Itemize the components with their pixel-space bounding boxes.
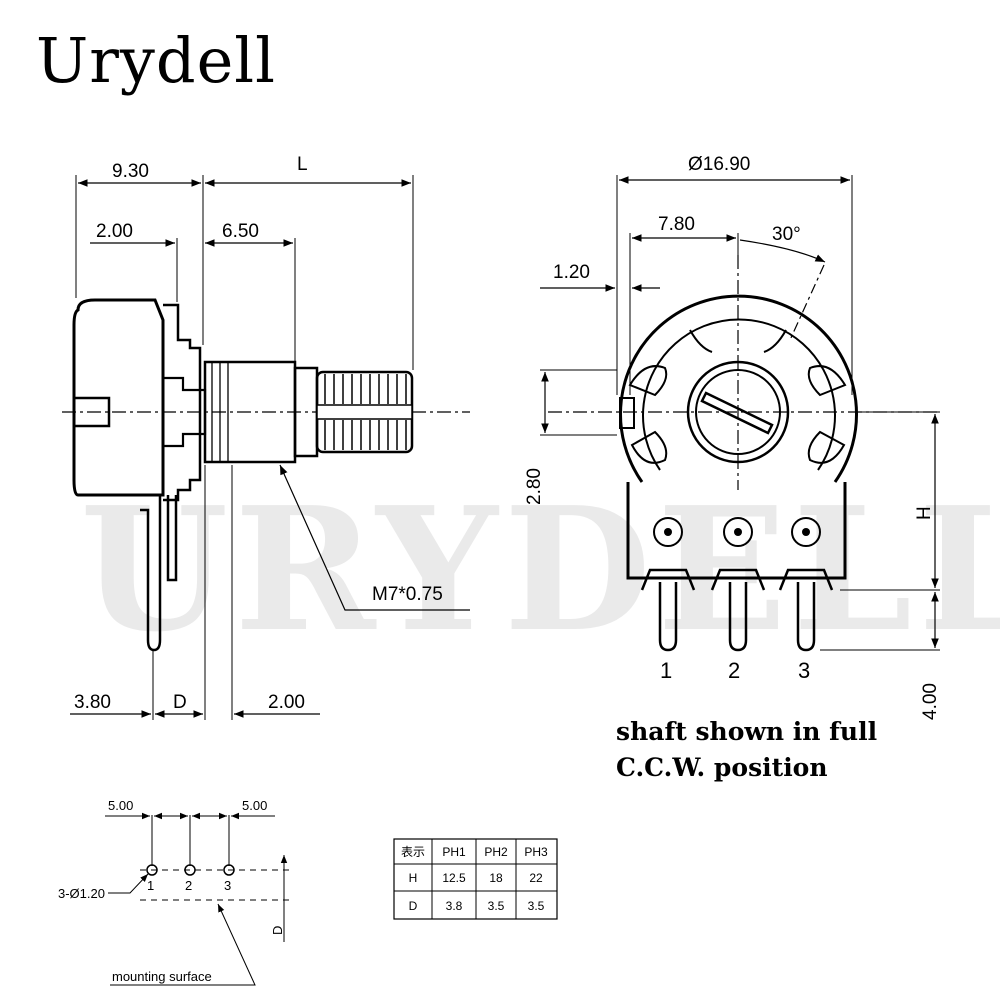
brand-title: Urydell [36,24,276,97]
knurl-lines [324,374,407,450]
dim-30-arc [739,239,826,263]
dim-H: H [914,506,935,520]
pin-2 [728,582,748,652]
hole-1 [653,517,683,547]
pcb-pin-2: 2 [185,878,192,893]
table-cell: 12.5 [442,871,466,885]
angle-30-line [789,264,825,341]
dim-1690: Ø16.90 [688,154,750,175]
table-cell: 22 [529,871,543,885]
table-cell: 3.8 [446,899,463,913]
dim-400: 4.00 [920,683,941,720]
note-line-2: C.C.W. position [616,753,828,782]
table-cell: 18 [489,871,503,885]
table-header-2: PH2 [484,845,508,859]
lobe-tl [628,365,668,397]
pin-3 [796,582,816,652]
lobe-bl [630,430,668,464]
pin-label-3: 3 [798,658,810,683]
key-tab [619,397,635,429]
pin-shoulder-3 [778,568,834,591]
front-view: Ø16.90 7.80 30° 1.20 2.80 H 4.00 1 2 3 s… [524,154,941,782]
dim-30: 30° [772,224,801,245]
hole-3 [791,517,821,547]
pcb-spacing-right: 5.00 [242,798,267,813]
housing-body [72,298,165,497]
thread-lines [211,362,229,462]
lobe-br [807,430,846,464]
pcb-hole-1 [146,864,158,876]
shaft-outer [686,360,790,464]
dim-200-top: 2.00 [96,221,133,242]
table-cell: 3.5 [528,899,545,913]
dim-120: 1.20 [553,262,590,283]
pcb-hole-2 [184,864,196,876]
pin-1 [658,582,678,652]
pin-label-1: 1 [660,658,672,683]
side-pin [140,495,162,652]
pin-shoulder-1 [640,568,696,591]
dim-thread: M7*0.75 [372,584,443,605]
side-view: 9.30 L 2.00 6.50 M7*0.75 3.80 D 2.00 [62,154,470,720]
shaft-inner [695,369,781,455]
table-cell: D [409,899,418,913]
dim-930: 9.30 [112,161,149,182]
pcb-pin-3: 3 [224,878,231,893]
hole-leader [108,873,149,894]
front-inner-ring [642,318,836,471]
lobe-top-marks [689,329,787,353]
pcb-spacing-left: 5.00 [108,798,133,813]
shaft-slot [316,404,413,420]
hole-2 [723,517,753,547]
table-cell: 3.5 [488,899,505,913]
shaft-slot-line [700,391,774,435]
bracket [163,303,202,502]
table-cell: H [409,871,418,885]
pcb-hole-3 [223,864,235,876]
spec-table: 表示 PH1 PH2 PH3 H 12.5 18 22 D 3.8 3.5 3.… [393,838,558,920]
dim-650: 6.50 [222,221,259,242]
note-line-1: shaft shown in full [616,717,877,746]
mounting-leader [110,903,256,986]
dim-200-bottom: 2.00 [268,692,305,713]
dim-280: 2.80 [524,468,545,505]
table-header-1: PH1 [442,845,466,859]
table-header-0: 表示 [401,845,425,859]
pcb-layout: 5.00 5.00 1 2 3 3-Ø1.20 D mounting surfa… [58,798,290,986]
base-block [626,482,847,580]
pcb-d-label: D [270,926,285,935]
thread-leader [279,464,470,611]
back-tab [72,396,111,428]
dim-L: L [297,154,308,175]
dim-780: 7.80 [658,214,695,235]
pin-label-2: 2 [728,658,740,683]
pcb-hole-label: 3-Ø1.20 [58,886,105,901]
pin-shoulder-2 [710,568,766,591]
side-pin-tab [166,495,178,582]
mounting-surface-label: mounting surface [112,969,212,984]
table-header-3: PH3 [524,845,548,859]
dim-380: 3.80 [74,692,111,713]
pcb-pin-1: 1 [147,878,154,893]
lobe-tr [807,365,847,397]
dim-D: D [173,692,187,713]
